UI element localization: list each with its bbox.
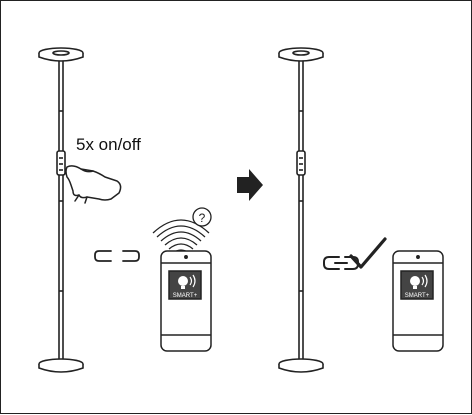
phone-left: SMART+ (161, 251, 211, 351)
wifi-searching-icon: ? (153, 208, 211, 253)
right-arrow-icon (237, 169, 263, 201)
bulb-icon (410, 276, 420, 286)
phone-body (393, 251, 443, 351)
checkmark-icon (351, 239, 385, 267)
phone-right: SMART+ (393, 251, 443, 351)
hand-icon (66, 166, 121, 203)
instruction-text: 5x on/off (76, 135, 141, 155)
link-broken-icon (95, 251, 139, 261)
floor-lamp-right (279, 48, 323, 372)
badge-label: SMART+ (405, 293, 430, 299)
lamp-base-rim (39, 364, 83, 372)
lamp-base-rim (279, 364, 323, 372)
question-mark: ? (199, 211, 206, 225)
phone-body (161, 251, 211, 351)
bulb-icon (178, 276, 188, 286)
lamp-switch (297, 151, 305, 175)
lamp-switch (57, 151, 65, 175)
badge-label: SMART+ (173, 293, 198, 299)
floor-lamp-left (39, 48, 83, 372)
